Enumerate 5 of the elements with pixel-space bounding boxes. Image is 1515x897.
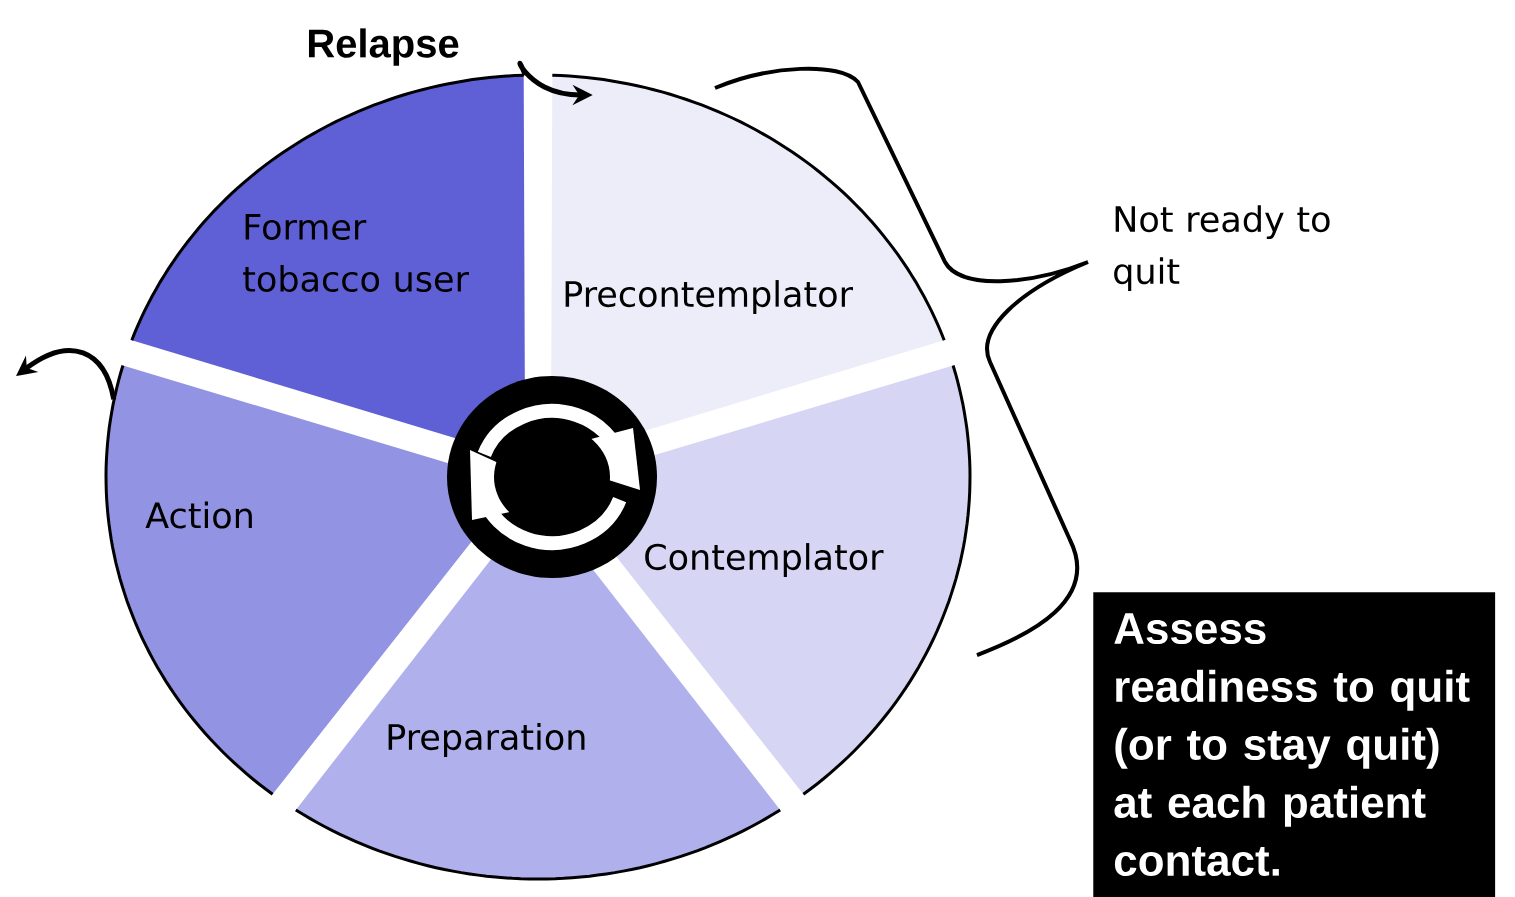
wedge: Former tobacco user [130, 73, 526, 460]
edge-label: Relapse [309, 28, 459, 66]
bracket-label: Not ready to quit [1114, 205, 1330, 292]
text-box: Assess readiness to quit (or to stay quit) at each patient contact. [1093, 592, 1496, 897]
wedge: Precontemplator [550, 73, 946, 460]
